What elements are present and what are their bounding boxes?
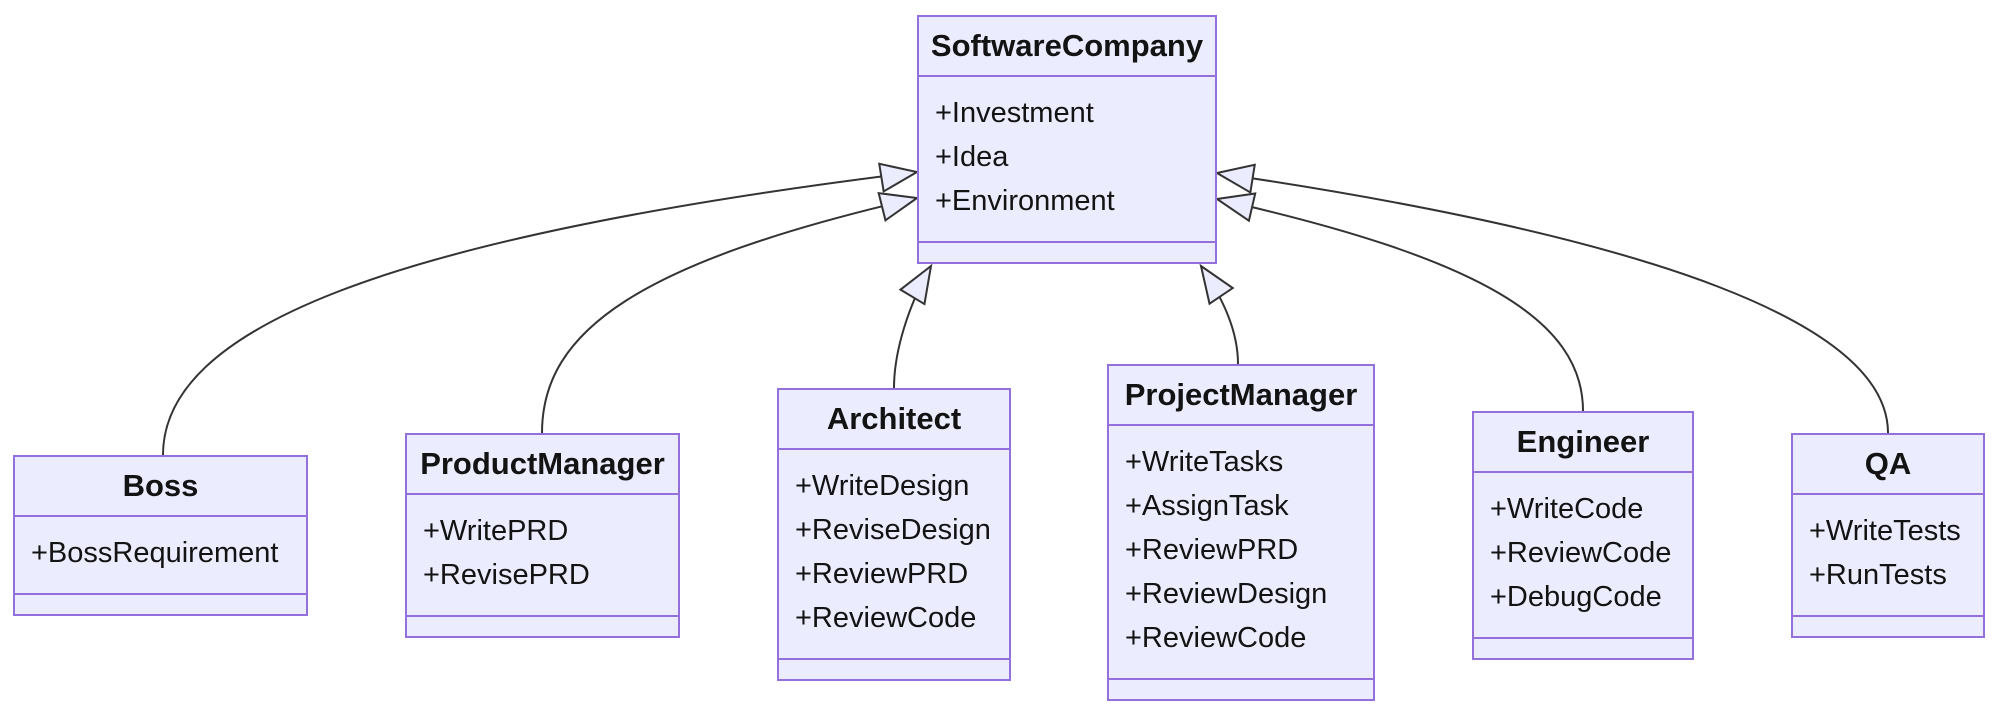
edge-qa-to-softwarecompany	[1216, 172, 1889, 434]
inheritance-arrowhead-icon	[1214, 192, 1257, 223]
inheritance-arrowhead-icon	[1199, 263, 1235, 306]
class-attribute: +WriteTests	[1809, 515, 1961, 547]
class-attributes: +WriteTests +RunTests	[1793, 493, 1983, 615]
edge-engineer-to-softwarecompany	[1216, 198, 1584, 412]
class-attribute: +RunTests	[1809, 559, 1947, 591]
class-attributes: +WritePRD +RevisePRD	[407, 493, 678, 615]
class-methods-empty	[919, 241, 1215, 262]
class-methods-empty	[779, 658, 1009, 679]
class-attribute: +Investment	[935, 97, 1094, 129]
class-methods-empty	[1109, 678, 1373, 699]
class-node-softwarecompany: SoftwareCompany +Investment +Idea +Environ…	[917, 15, 1217, 264]
class-title: SoftwareCompany	[930, 28, 1204, 63]
edge-productmanager-to-softwarecompany	[541, 197, 918, 434]
class-attribute: +RevisePRD	[423, 559, 590, 591]
inheritance-arrowhead-icon	[878, 162, 920, 194]
class-attribute: +ReviewPRD	[795, 558, 969, 590]
class-attribute: +WritePRD	[423, 515, 569, 547]
class-title: Engineer	[1516, 424, 1650, 459]
class-attribute: +AssignTask	[1125, 490, 1289, 522]
class-node-productmanager: ProductManager +WritePRD +RevisePRD	[405, 433, 680, 638]
class-attribute: +ReviseDesign	[795, 514, 991, 546]
class-attribute: +WriteTasks	[1125, 446, 1284, 478]
inheritance-arrowhead-icon	[877, 191, 920, 222]
inheritance-arrowhead-icon	[898, 263, 933, 306]
class-attributes: +WriteTasks +AssignTask +ReviewPRD +ReviewD…	[1109, 424, 1373, 678]
class-title: ProjectManager	[1124, 377, 1358, 412]
class-attribute: +ReviewPRD	[1125, 534, 1299, 566]
class-node-architect: Architect +WriteDesign +ReviseDesign +Revi…	[777, 388, 1011, 681]
class-attribute: +DebugCode	[1490, 581, 1662, 613]
class-attributes: +BossRequirement	[15, 515, 306, 593]
class-attribute: +BossRequirement	[31, 537, 279, 569]
class-title: Boss	[122, 468, 199, 503]
class-attribute: +ReviewCode	[795, 602, 977, 634]
class-methods-empty	[1793, 615, 1983, 636]
class-attributes: +WriteCode +ReviewCode +DebugCode	[1474, 471, 1692, 637]
class-node-qa: QA +WriteTests +RunTests	[1791, 433, 1985, 638]
class-attribute: +WriteCode	[1490, 493, 1644, 525]
class-methods-empty	[15, 593, 306, 614]
class-attribute: +ReviewDesign	[1125, 578, 1328, 610]
class-node-boss: Boss +BossRequirement	[13, 455, 308, 616]
inheritance-arrowhead-icon	[1214, 163, 1256, 195]
class-node-engineer: Engineer +WriteCode +ReviewCode +DebugCode	[1472, 411, 1694, 660]
edge-boss-to-softwarecompany	[162, 171, 918, 456]
class-attributes: +Investment +Idea +Environment	[919, 75, 1215, 241]
class-methods-empty	[1474, 637, 1692, 658]
class-methods-empty	[407, 615, 678, 636]
class-title: QA	[1864, 446, 1912, 481]
class-attributes: +WriteDesign +ReviseDesign +ReviewPRD +Revi…	[779, 448, 1009, 658]
class-attribute: +ReviewCode	[1125, 622, 1307, 654]
class-title: ProductManager	[420, 446, 665, 481]
class-attribute: +WriteDesign	[795, 470, 970, 502]
class-attribute: +ReviewCode	[1490, 537, 1672, 569]
class-attribute: +Idea	[935, 141, 1009, 173]
class-attribute: +Environment	[935, 185, 1115, 217]
class-node-projectmanager: ProjectManager +WriteTasks +AssignTask +Re…	[1107, 364, 1375, 701]
class-title: Architect	[826, 401, 962, 436]
